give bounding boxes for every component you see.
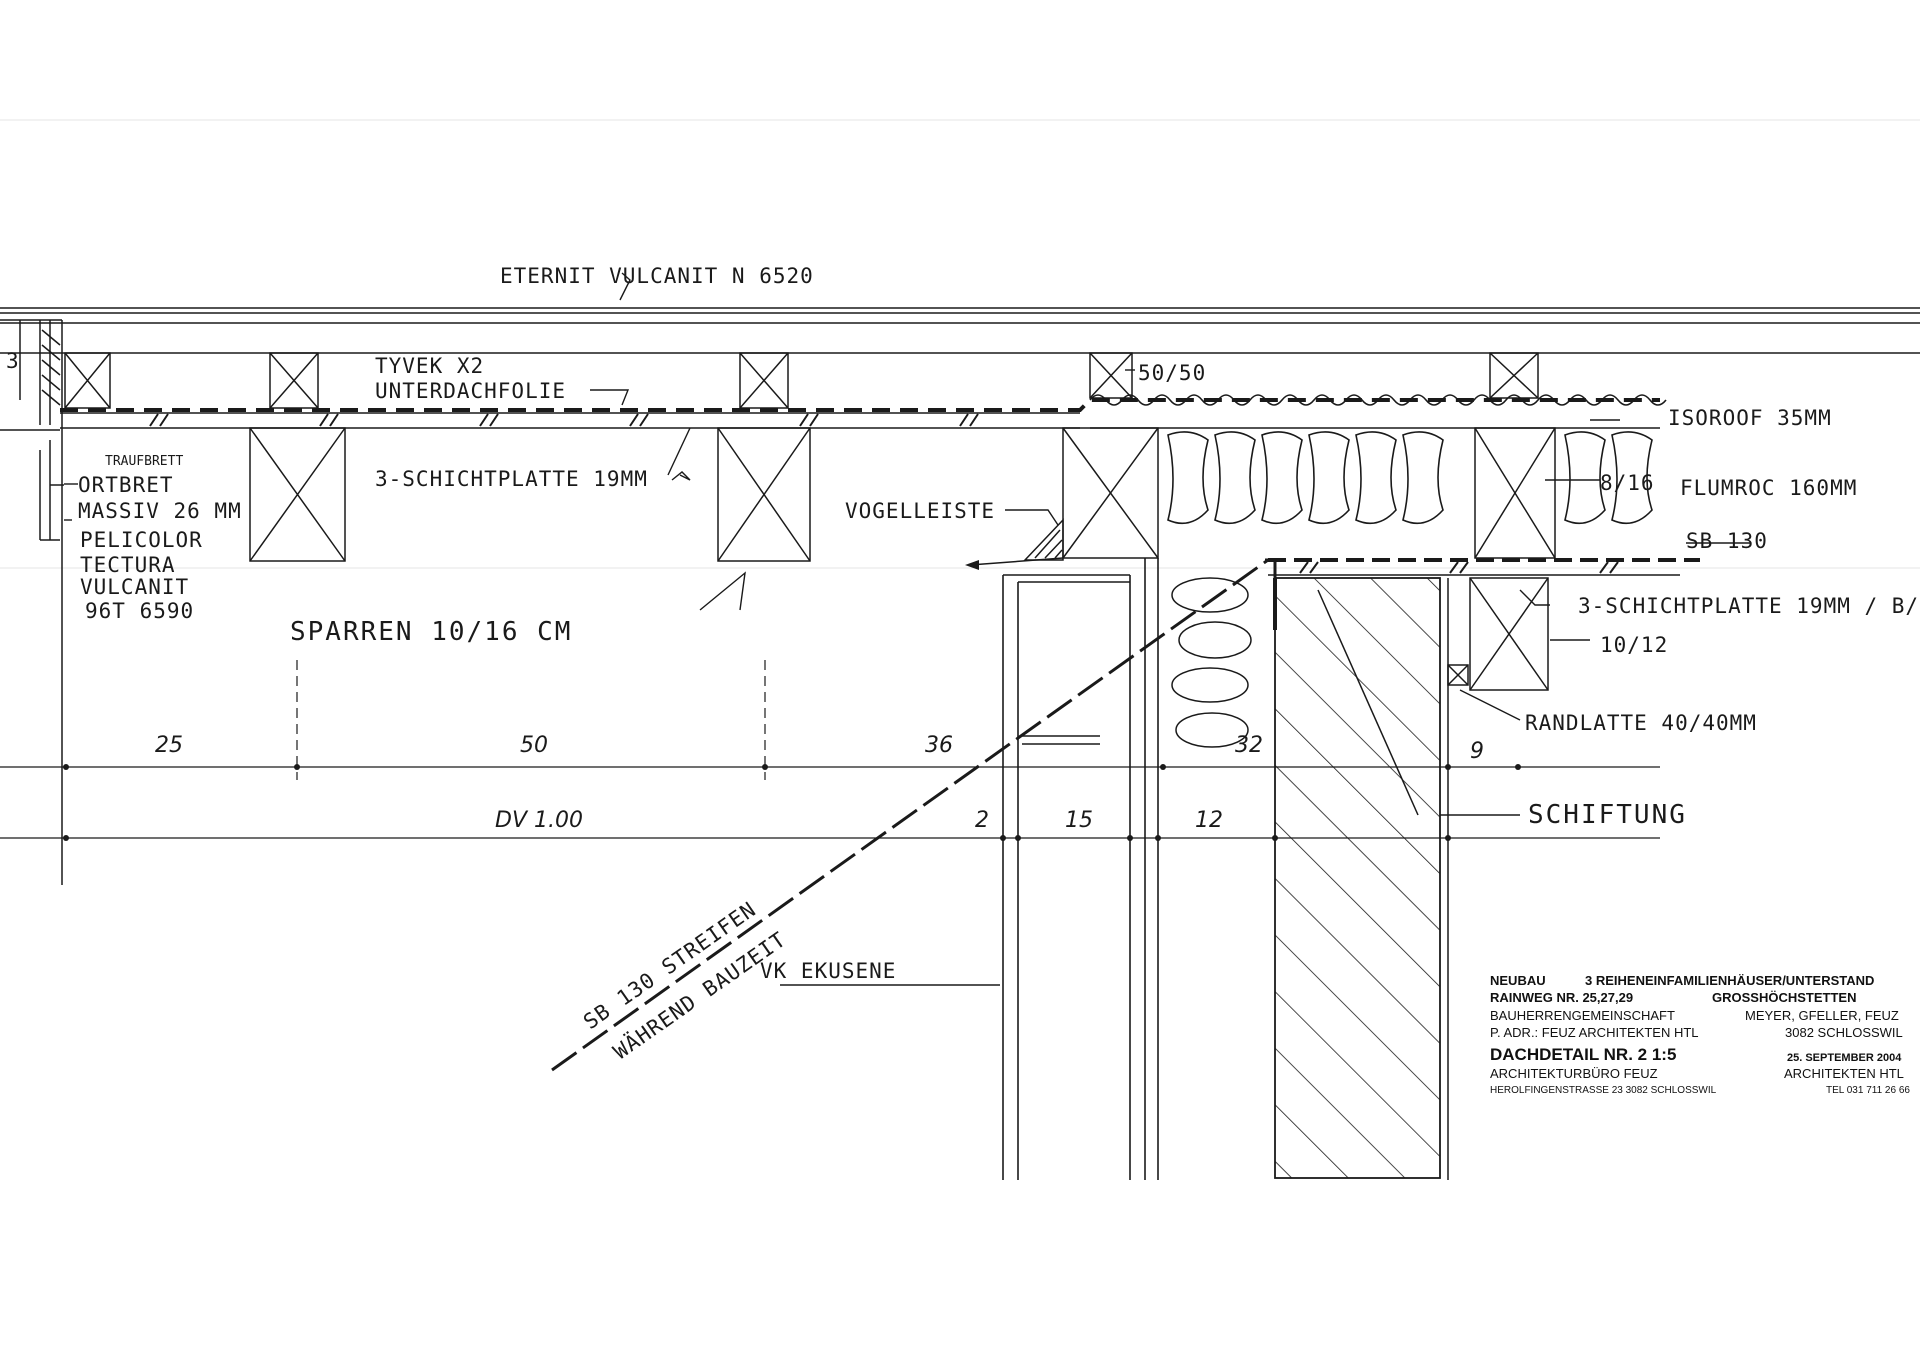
tb-line4-right: 3082 SCHLOSSWIL	[1785, 1025, 1903, 1040]
label-schiftung: SCHIFTUNG	[1528, 800, 1687, 830]
label-randlatte: RANDLATTE 40/40MM	[1525, 711, 1757, 735]
three-layer-board-top	[60, 412, 1080, 429]
isoroof-insulation	[1089, 394, 1667, 406]
label-eternit: ETERNIT VULCANIT N 6520	[500, 264, 814, 288]
dim-32: 32	[1235, 733, 1263, 758]
label-isoroof: ISOROOF 35MM	[1668, 406, 1832, 430]
tb-date: 25. SEPTEMBER 2004	[1787, 1052, 1902, 1064]
dim-dv: DV 1.00	[495, 808, 583, 833]
dimension-ticks	[63, 764, 1521, 841]
beam-10-12	[1447, 577, 1549, 691]
flumroc-insulation	[1167, 431, 1653, 525]
scan-guide-lines	[0, 119, 1920, 569]
facade-frame	[1002, 558, 1159, 1180]
label-vogelleiste: VOGELLEISTE	[845, 499, 995, 523]
tb-line4-left: P. ADR.: FEUZ ARCHITEKTEN HTL	[1490, 1025, 1699, 1040]
label-massiv: MASSIV 26 MM	[78, 499, 242, 523]
label-ortbret: ORTBRET	[78, 473, 174, 497]
label-sb130: SB 130	[1686, 529, 1768, 553]
title-block: NEUBAU 3 REIHENEINFAMILIENHÄUSER/UNTERST…	[1490, 973, 1910, 1096]
eternit-roofing-lines	[0, 307, 1920, 354]
dim-2: 2	[975, 808, 989, 833]
dim-15: 15	[1065, 808, 1093, 833]
tb-line1-right: 3 REIHENEINFAMILIENHÄUSER/UNTERSTAND	[1585, 973, 1874, 988]
dim-50: 50	[520, 733, 548, 758]
tb-line3-right: MEYER, GFELLER, FEUZ	[1745, 1008, 1899, 1023]
label-tyvek: TYVEK X2	[375, 354, 484, 378]
dim-25: 25	[155, 733, 183, 758]
masonry-wall	[1274, 577, 1441, 1179]
tb-line2-left: RAINWEG NR. 25,27,29	[1490, 990, 1633, 1005]
tb-title: DACHDETAIL NR. 2 1:5	[1490, 1045, 1676, 1064]
label-dreischicht-top: 3-SCHICHTPLATTE 19MM	[375, 467, 648, 491]
label-flumroc: FLUMROC 160MM	[1680, 476, 1857, 500]
label-tectura: TECTURA	[80, 553, 176, 577]
eave-detail	[0, 319, 64, 885]
label-eight16: 8/16	[1600, 471, 1655, 495]
label-ten12: 10/12	[1600, 633, 1668, 657]
vogelleiste	[1023, 518, 1064, 561]
label-unterdach: UNTERDACHFOLIE	[375, 379, 566, 403]
dim-9: 9	[1470, 739, 1484, 764]
leader-lines	[64, 272, 1750, 986]
board-ticks	[149, 413, 979, 427]
tb-address: HEROLFINGENSTRASSE 23 3082 SCHLOSSWIL	[1490, 1085, 1717, 1096]
tb-line2-right: GROSSHÖCHSTETTEN	[1712, 990, 1856, 1005]
label-three-left: 3	[6, 349, 20, 373]
dim-36: 36	[925, 733, 953, 758]
tb-office-left: ARCHITEKTURBÜRO FEUZ	[1490, 1066, 1658, 1081]
label-vulcanit: VULCANIT	[80, 575, 189, 599]
label-dreischicht-right: 3-SCHICHTPLATTE 19MM / B/C	[1578, 594, 1920, 618]
rafters	[249, 427, 1556, 562]
dimension-lines	[0, 660, 1660, 839]
tb-line1-left: NEUBAU	[1490, 973, 1546, 988]
tb-line3-left: BAUHERRENGEMEINSCHAFT	[1490, 1008, 1675, 1023]
label-traufbrett: TRAUFBRETT	[105, 454, 183, 469]
label-code: 96T 6590	[85, 599, 194, 623]
label-fifty: 50/50	[1138, 361, 1206, 385]
dim-12: 12	[1195, 808, 1223, 833]
label-sparren: SPARREN 10/16 CM	[290, 617, 572, 647]
label-pelicolor: PELICOLOR	[80, 528, 203, 552]
sb130-strip-line	[551, 558, 1269, 1072]
label-vk: VK EKUSENE	[760, 959, 896, 983]
tb-office-right: ARCHITEKTEN HTL	[1784, 1066, 1904, 1081]
tb-tel: TEL 031 711 26 66	[1826, 1085, 1910, 1096]
underlay-membrane	[60, 398, 1660, 412]
wall-insulation	[1171, 577, 1252, 748]
